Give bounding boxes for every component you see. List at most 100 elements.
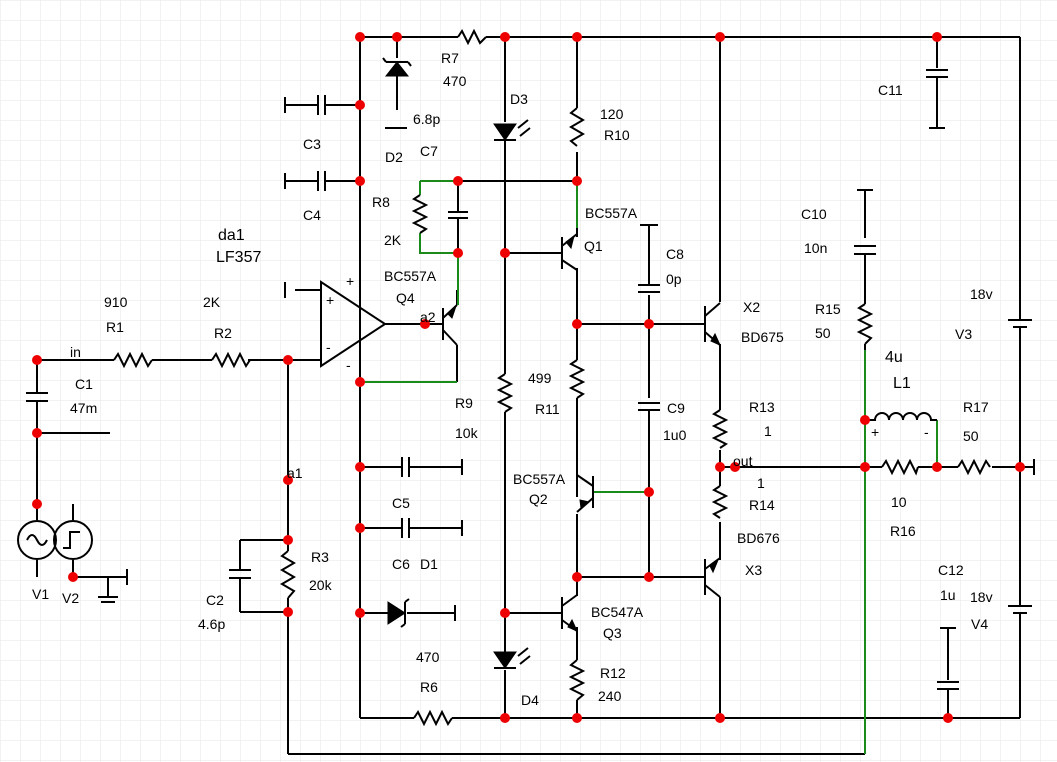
junction-node	[730, 462, 740, 472]
r2-name: R2	[214, 325, 232, 341]
d2-name: D2	[385, 149, 403, 165]
l1-minus-label: -	[924, 424, 929, 440]
q2-model: BC557A	[513, 471, 566, 487]
r11-name: R11	[535, 401, 560, 417]
junction-node	[572, 572, 582, 582]
junction-node	[32, 428, 42, 438]
r12-value: 240	[598, 688, 622, 704]
r10-value: 120	[600, 106, 624, 122]
junction-node	[453, 248, 463, 258]
r6-value: 470	[416, 649, 440, 665]
d3-name: D3	[510, 91, 528, 107]
opamp-model: LF357	[216, 249, 261, 266]
net-in-label: in	[70, 344, 81, 360]
r16-name: R16	[890, 523, 916, 539]
v4-name: V4	[971, 616, 988, 632]
c9-value: 1u0	[663, 427, 687, 443]
r9-name: R9	[455, 395, 473, 411]
junction-node	[1015, 462, 1025, 472]
r13-name: R13	[749, 399, 775, 415]
x2-name: X2	[743, 299, 760, 315]
r3-name: R3	[311, 549, 329, 565]
q3-model: BC547A	[591, 604, 644, 620]
d4-name: D4	[521, 692, 539, 708]
junction-node	[932, 462, 942, 472]
c10-value: 10n	[804, 240, 827, 256]
net-a2-label: a2	[420, 309, 436, 325]
junction-node	[943, 713, 953, 723]
r8-value: 2K	[384, 232, 402, 248]
c3-name: C3	[303, 136, 321, 152]
junction-node	[283, 355, 293, 365]
junction-node	[68, 572, 78, 582]
labels: da1 LF357 + + - - in a1 a2 out 910 R1 2K…	[32, 50, 993, 708]
l1-value: 4u	[885, 349, 903, 366]
r1-name: R1	[106, 319, 124, 335]
junction-node	[420, 319, 430, 329]
junction-node	[572, 32, 582, 42]
r11-value: 499	[528, 370, 552, 386]
inductor-symbol	[865, 412, 937, 421]
v4-value: 18v	[970, 589, 993, 605]
c10-name: C10	[801, 206, 827, 222]
r7-name: R7	[441, 50, 459, 66]
v3-name: V3	[955, 326, 972, 342]
q2-name: Q2	[529, 491, 548, 507]
junction-node	[715, 32, 725, 42]
diode-symbols	[382, 57, 531, 669]
junction-node	[860, 415, 870, 425]
junction-node	[355, 176, 365, 186]
junction-node	[32, 499, 42, 509]
r2-value: 2K	[203, 294, 221, 310]
r14-name: R14	[749, 497, 775, 513]
r13-value: 1	[764, 423, 772, 439]
v1-name: V1	[32, 586, 49, 602]
r14-value: 1	[757, 475, 765, 491]
opamp-name: da1	[218, 227, 245, 244]
junction-node	[500, 32, 510, 42]
r17-value: 50	[963, 428, 979, 444]
net-out-label: out	[733, 453, 753, 469]
c11-name: C11	[878, 82, 903, 98]
c5-name: C5	[392, 495, 410, 511]
r12-name: R12	[600, 665, 626, 681]
opamp-minus-label: -	[326, 339, 331, 355]
junction-node	[500, 608, 510, 618]
junction-node	[355, 377, 365, 387]
r10-name: R10	[604, 127, 630, 143]
l1-plus-label: +	[871, 424, 879, 440]
c7-name: C7	[420, 143, 438, 159]
l1-name: L1	[893, 375, 911, 392]
q3-name: Q3	[603, 625, 622, 641]
c1-name: C1	[75, 376, 93, 392]
junction-node	[453, 176, 463, 186]
junction-node	[32, 355, 42, 365]
junction-node	[283, 475, 293, 485]
junction-node	[932, 32, 942, 42]
c1-value: 47m	[70, 400, 97, 416]
junction-node	[283, 607, 293, 617]
r8-name: R8	[372, 194, 390, 210]
junction-node	[715, 713, 725, 723]
r15-value: 50	[815, 325, 831, 341]
source-symbols	[17, 319, 1032, 614]
junction-node	[644, 319, 654, 329]
capacitor-symbols	[26, 69, 1035, 690]
r6-name: R6	[420, 679, 438, 695]
q4-name: Q4	[396, 290, 415, 306]
q1-name: Q1	[584, 238, 603, 254]
c8-name: C8	[666, 246, 684, 262]
c2-name: C2	[206, 592, 224, 608]
x3-model: BD676	[737, 530, 780, 546]
junction-node	[355, 462, 365, 472]
r9-value: 10k	[455, 425, 479, 441]
c4-name: C4	[303, 207, 321, 223]
junction-node	[355, 523, 365, 533]
v3-value: 18v	[970, 286, 993, 302]
c6-name: C6	[392, 556, 410, 572]
q4-model: BC557A	[384, 268, 437, 284]
junction-node	[392, 32, 402, 42]
junction-node	[500, 713, 510, 723]
